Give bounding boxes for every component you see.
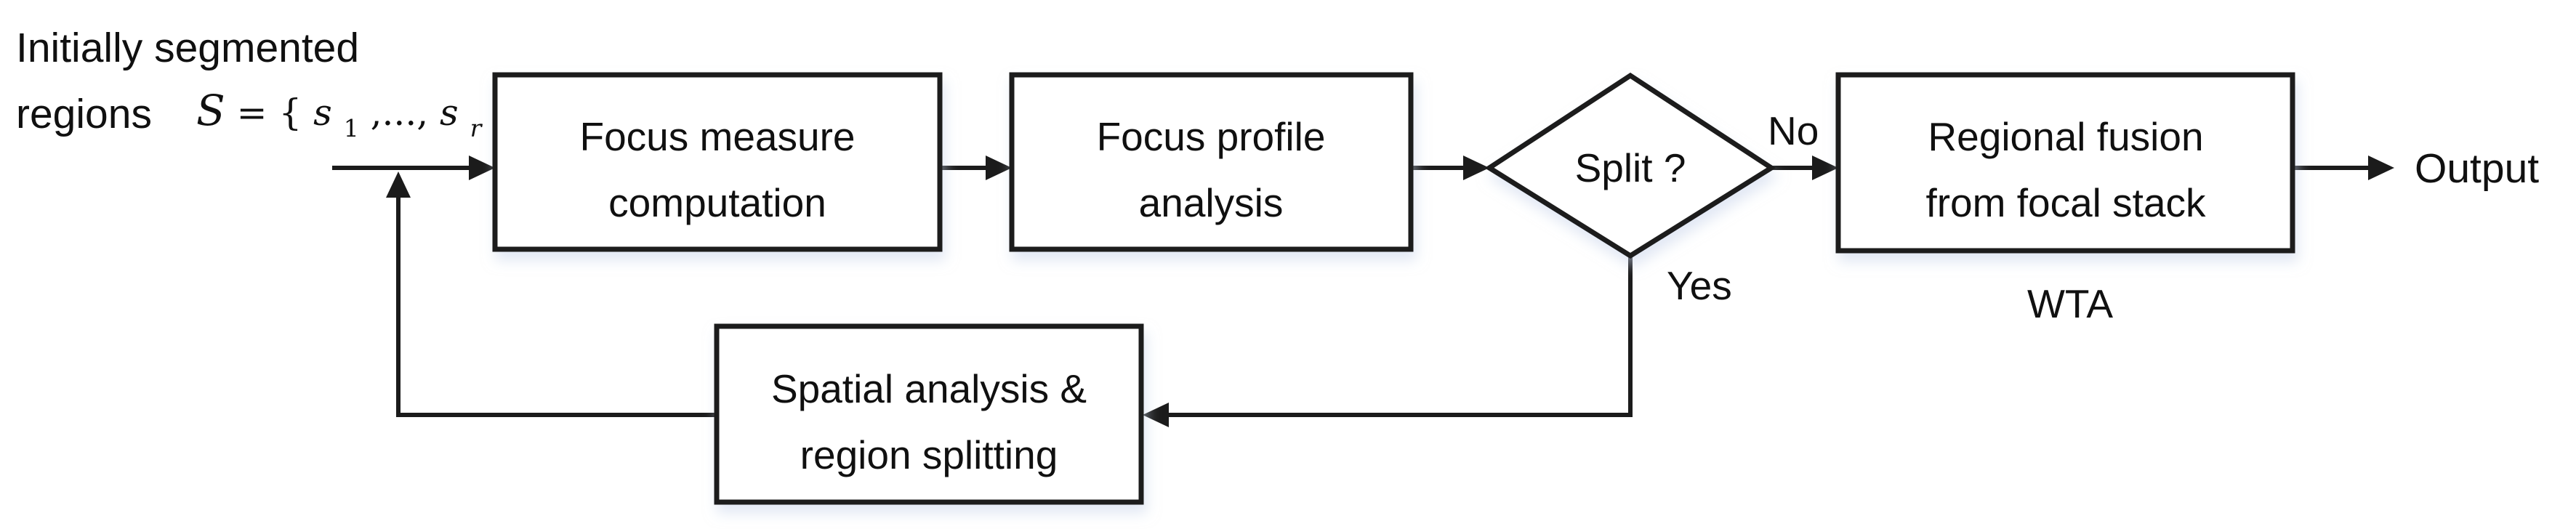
formula-S: S [196,86,225,135]
node-spatial-splitting: Spatial analysis & region splitting [714,323,1144,505]
arrowhead-box1-box2-right [986,156,1012,180]
wta-sublabel: WTA [2027,281,2113,326]
node-focus-profile: Focus profile analysis [1009,72,1414,252]
regional-fusion-label-line1: Regional fusion [1928,114,2203,159]
focus-profile-label-line1: Focus profile [1097,114,1326,159]
spatial-splitting-label-line1: Spatial analysis & [771,366,1087,411]
node-focus-measure: Focus measure computation [492,72,943,252]
formula-open-brace: { [278,92,302,134]
output-label: Output [2415,145,2539,192]
input-caption-line1: Initially segmented [16,25,359,71]
focus-measure-box [492,72,943,252]
split-decision-diamond [1484,72,1776,259]
regions-set-formula: S = { s 1 ,..., s r } [196,86,516,145]
no-branch-label: No [1768,108,1819,153]
arrowhead-output-right [2368,156,2394,180]
regional-fusion-label-line2: from focal stack [1925,180,2206,225]
arrowhead-yes-branch-left [1143,403,1169,427]
formula-sub-last: r [470,114,483,142]
node-regional-fusion: Regional fusion from focal stack [1835,72,2295,254]
formula-sub-first: 1 [344,114,359,142]
formula-s-first: s [313,92,332,134]
focus-measure-label-line2: computation [608,180,826,225]
focus-profile-label-line2: analysis [1139,180,1284,225]
formula-separator: ,..., [371,92,440,134]
edge-feedback-loop [396,193,717,417]
arrowhead-no-branch-right [1812,156,1838,180]
input-caption-line2: regions [16,91,152,137]
node-split-decision: Split ? [1484,72,1776,259]
edge-yes-branch [1167,256,1633,417]
formula-equals: = [237,92,279,134]
focus-measure-label-line1: Focus measure [579,114,855,159]
spatial-splitting-box [714,323,1144,505]
yes-branch-label: Yes [1667,263,1732,308]
arrowhead-box2-diamond-right [1463,156,1489,180]
arrowhead-feedback-up [386,171,411,198]
focus-profile-box [1009,72,1414,252]
split-decision-label: Split ? [1575,145,1686,190]
formula-s-last: s [440,92,459,134]
regional-fusion-box [1835,72,2295,254]
spatial-splitting-label-line2: region splitting [800,432,1058,477]
arrowhead-entry-right [469,156,495,180]
